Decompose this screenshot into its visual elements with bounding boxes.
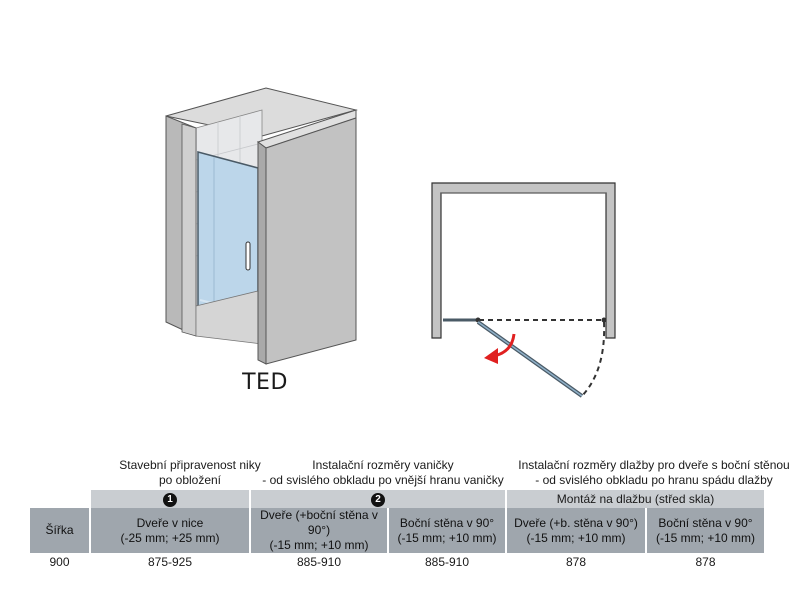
- sub-header-line: Dveře (+b. stěna v 90°): [514, 515, 638, 530]
- empty-cell: [30, 490, 90, 508]
- sub-header-line: (-15 mm; +10 mm): [269, 538, 369, 552]
- sub-header-line: Dveře v nice: [136, 515, 204, 530]
- door-swing-top-view-diagram: [431, 182, 616, 398]
- number-badge-2-cell: 2: [249, 490, 506, 508]
- sub-header-bocni-stena-dlazba: Boční stěna v 90° (-15 mm; +10 mm): [645, 508, 764, 553]
- table-cell: 878: [645, 553, 764, 571]
- number-badge-2: 2: [371, 493, 385, 507]
- dimension-table: 1 2 Montáž na dlažbu (střed skla) Šířka …: [30, 490, 764, 571]
- sub-header-line: (-15 mm; +10 mm): [526, 530, 626, 545]
- table-cell: 885-910: [249, 553, 388, 571]
- header-stavebni-pripravenost: Stavební připravenost niky po obložení: [90, 458, 290, 488]
- sub-header-dvere-b-stena: Dveře (+b. stěna v 90°) (-15 mm; +10 mm): [505, 508, 646, 553]
- number-badge-1-cell: 1: [89, 490, 250, 508]
- row-label-sirka: Šířka: [30, 508, 90, 553]
- table-cell-width: 900: [49, 554, 70, 569]
- model-name: TED: [242, 370, 288, 395]
- header-line: Instalační rozměry vaničky: [312, 458, 454, 472]
- table-cell: 885-910: [387, 553, 506, 571]
- sub-header-line: Boční stěna v 90°: [658, 515, 753, 530]
- header-instalacni-rozmery-vanicky: Instalační rozměry vaničky - od svislého…: [248, 458, 518, 488]
- sub-header-bocni-stena: Boční stěna v 90° (-15 mm; +10 mm): [387, 508, 506, 553]
- shower-enclosure-3d-illustration: [165, 87, 358, 365]
- sub-header-line: (-15 mm; +10 mm): [655, 530, 755, 545]
- table-cell: 878: [505, 553, 646, 571]
- sub-header-line: (-25 mm; +25 mm): [120, 530, 220, 545]
- sub-header-dvere-bocni-stena: Dveře (+boční stěna v 90°) (-15 mm; +10 …: [249, 508, 388, 553]
- header-line: - od svislého obkladu po hranu spádu dla…: [535, 473, 773, 487]
- table-row: 900 875-925 885-910 885-910 878 878: [30, 553, 764, 571]
- table-cell: 875-925: [89, 553, 250, 571]
- sub-header-line: (-15 mm; +10 mm): [397, 530, 497, 545]
- sub-header-dvere-v-nice: Dveře v nice (-25 mm; +25 mm): [89, 508, 250, 553]
- header-instalacni-rozmery-dlazby: Instalační rozměry dlažby pro dveře s bo…: [510, 458, 798, 488]
- number-badge-1: 1: [163, 493, 177, 507]
- header-line: Instalační rozměry dlažby pro dveře s bo…: [518, 458, 790, 472]
- header-line: - od svislého obkladu po vnější hranu va…: [262, 473, 504, 487]
- header-line: po obložení: [158, 473, 222, 487]
- sub-header-line: Boční stěna v 90°: [399, 515, 495, 530]
- header-line: Stavební připravenost niky: [119, 458, 261, 472]
- illustrations: [165, 87, 616, 398]
- montaz-na-dlazbu-label: Montáž na dlažbu (střed skla): [505, 490, 764, 508]
- sub-header-line: Dveře (+boční stěna v 90°): [260, 508, 378, 537]
